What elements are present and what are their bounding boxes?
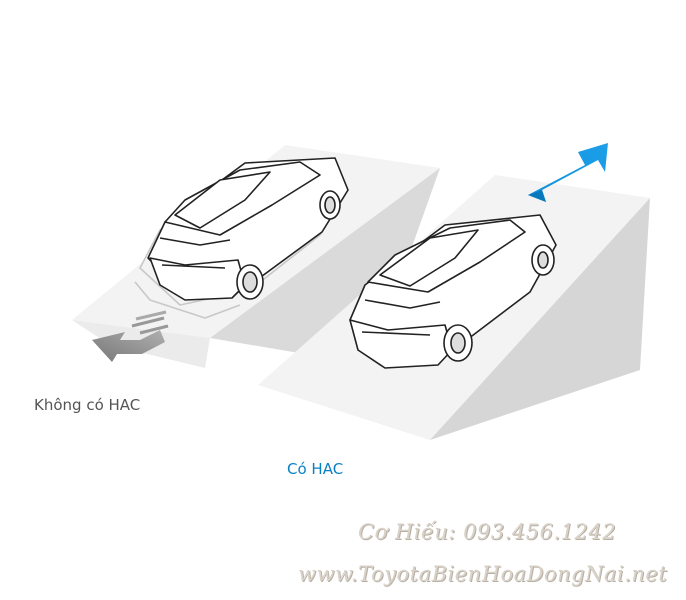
with-hac-label: Có HAC — [287, 460, 344, 478]
without-hac-label: Không có HAC — [34, 396, 141, 414]
car-rolling-back-icon — [134, 157, 349, 319]
watermark-site: www.ToyotaBienHoaDongNai.net — [298, 562, 668, 586]
car-holding-on-slope-icon — [349, 214, 557, 369]
watermark-phone: Cơ Hiếu: 093.456.1242 — [358, 520, 617, 544]
rolling-back-arrow-icon — [92, 310, 169, 362]
uphill-arrow-icon — [528, 143, 608, 202]
